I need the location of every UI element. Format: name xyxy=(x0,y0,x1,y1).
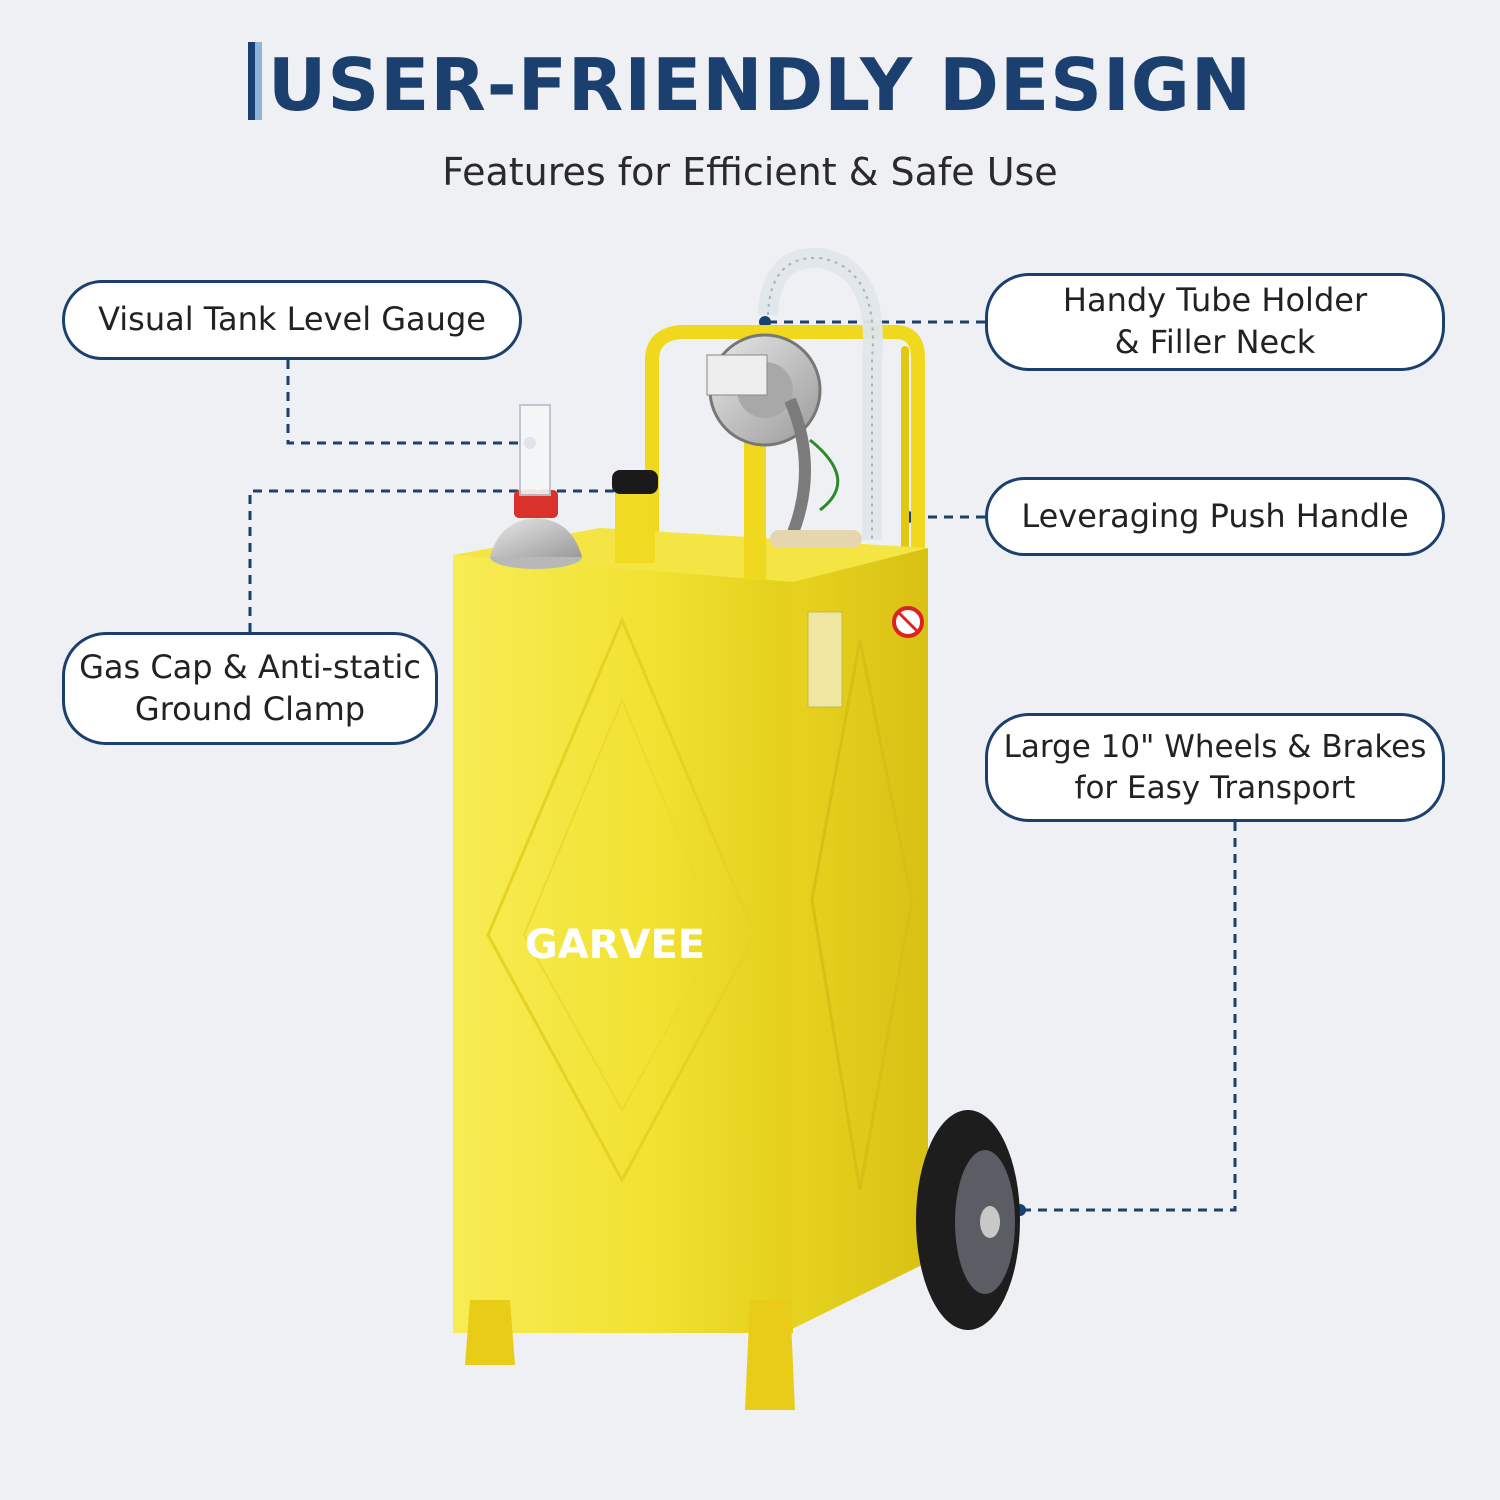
callout-push-handle: Leveraging Push Handle xyxy=(985,477,1445,556)
callout-gas-cap: Gas Cap & Anti-static Ground Clamp xyxy=(62,632,438,745)
callout-gas-cap-line1: Gas Cap & Anti-static xyxy=(79,647,421,686)
page-subtitle: Features for Efficient & Safe Use xyxy=(442,150,1058,194)
callout-tube-holder-line1: Handy Tube Holder xyxy=(1062,281,1368,320)
connector-wheels xyxy=(1020,822,1237,1212)
title-accent-bar xyxy=(247,42,262,120)
brand-logo: GARVEE xyxy=(525,922,705,968)
callout-tank-level-gauge-text: Visual Tank Level Gauge xyxy=(98,300,486,339)
connector-tank-gauge xyxy=(286,360,530,445)
front-foot-left xyxy=(465,1300,515,1365)
callout-tank-level-gauge: Visual Tank Level Gauge xyxy=(62,280,522,360)
callout-wheels-line1: Large 10" Wheels & Brakes xyxy=(1003,729,1427,766)
hand-pump-graphic xyxy=(706,333,862,548)
title-text: USER-FRIENDLY DESIGN xyxy=(267,43,1253,127)
callout-tube-holder-line2: & Filler Neck xyxy=(1114,323,1316,361)
warning-label xyxy=(807,611,843,708)
fuel-hose xyxy=(758,247,883,540)
callout-gas-cap-line2: Ground Clamp xyxy=(134,689,366,728)
pump-stem xyxy=(744,440,766,580)
callout-wheels-line2: for Easy Transport xyxy=(1074,769,1356,806)
callout-tube-holder: Handy Tube Holder & Filler Neck xyxy=(985,273,1445,371)
page-title: USER-FRIENDLY DESIGN xyxy=(0,42,1500,127)
callout-wheels: Large 10" Wheels & Brakes for Easy Trans… xyxy=(985,713,1445,822)
front-foot-right xyxy=(745,1300,795,1410)
tank-body xyxy=(453,555,793,1333)
push-handle-frame xyxy=(645,325,925,557)
tank-level-gauge-graphic xyxy=(490,404,582,569)
callout-push-handle-text: Leveraging Push Handle xyxy=(1021,496,1409,535)
gas-cap-graphic xyxy=(612,470,658,563)
tank-side xyxy=(790,548,928,1330)
